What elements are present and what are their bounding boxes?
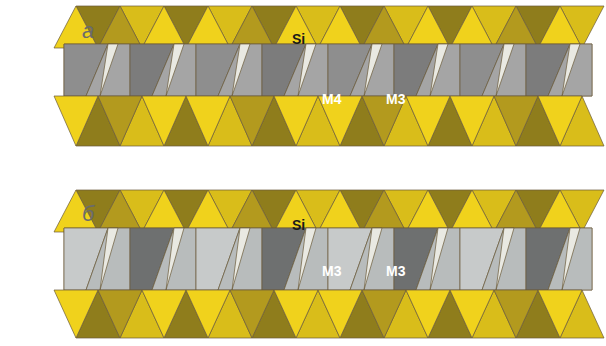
m-octahedron <box>562 228 580 290</box>
si-tetrahedron <box>538 96 582 146</box>
si-tetrahedron <box>230 290 274 338</box>
si-tetrahedron <box>274 96 318 146</box>
m-octahedron <box>482 44 526 96</box>
panel-letter: б <box>82 203 94 225</box>
m-octahedron <box>166 228 184 290</box>
m-octahedron <box>298 44 316 96</box>
si-tetrahedron <box>142 96 186 146</box>
m-octahedron <box>430 228 448 290</box>
si-tetrahedron <box>98 96 142 146</box>
si-tetrahedron <box>142 290 186 338</box>
m-octahedron <box>416 228 460 290</box>
m-octahedron <box>416 44 460 96</box>
si-tetrahedron <box>54 96 98 146</box>
m-octahedron <box>166 44 184 96</box>
si-tetrahedron <box>230 96 274 146</box>
si-tetrahedron <box>186 290 230 338</box>
site-label: M3 <box>322 264 341 278</box>
si-tetrahedron <box>494 6 538 48</box>
si-tetrahedron <box>54 6 98 48</box>
si-tetrahedron <box>450 190 494 232</box>
si-tetrahedron <box>54 290 98 338</box>
m-octahedron <box>298 228 316 290</box>
m-octahedron <box>86 44 130 96</box>
panel-letter: а <box>82 20 94 42</box>
si-tetrahedron <box>494 190 538 232</box>
m-octahedron <box>364 44 382 96</box>
si-tetrahedron <box>362 6 406 48</box>
m-octahedron <box>218 44 262 96</box>
m-octahedron <box>562 44 580 96</box>
si-tetrahedron <box>450 96 494 146</box>
m-octahedron <box>284 44 328 96</box>
site-label: M3 <box>386 264 405 278</box>
octahedral-band <box>64 228 592 290</box>
m-octahedron <box>430 44 448 96</box>
si-tetrahedron <box>538 190 582 232</box>
si-tetrahedron <box>98 290 142 338</box>
site-label: M3 <box>386 92 405 106</box>
m-octahedron <box>548 228 592 290</box>
si-tetrahedron <box>362 290 406 338</box>
si-tetrahedron <box>494 96 538 146</box>
m-octahedron <box>152 228 196 290</box>
si-tetrahedron <box>406 6 450 48</box>
si-tetrahedron <box>274 6 318 48</box>
si-tetrahedron <box>450 6 494 48</box>
m-octahedron <box>548 44 592 96</box>
m-octahedron <box>350 44 394 96</box>
m-octahedron <box>218 228 262 290</box>
m-octahedron <box>152 44 196 96</box>
si-tetrahedron <box>406 290 450 338</box>
si-tetrahedron <box>142 6 186 48</box>
m-octahedron <box>364 228 382 290</box>
m-octahedron <box>232 44 250 96</box>
si-tetrahedron <box>274 190 318 232</box>
m-octahedron <box>284 228 328 290</box>
m-octahedron <box>86 228 130 290</box>
si-tetrahedron <box>406 190 450 232</box>
m-octahedron <box>496 44 514 96</box>
m-octahedron <box>496 228 514 290</box>
atom-label: Si <box>292 218 305 232</box>
si-tetrahedron <box>538 6 582 48</box>
si-tetrahedron <box>98 6 142 48</box>
si-tetrahedron <box>318 290 362 338</box>
si-tetrahedron <box>450 290 494 338</box>
atom-label: Si <box>292 32 305 46</box>
si-tetrahedron <box>318 190 362 232</box>
si-tetrahedron <box>230 190 274 232</box>
octahedral-band <box>64 44 592 96</box>
m-octahedron <box>232 228 250 290</box>
si-tetrahedron <box>274 290 318 338</box>
site-label: M4 <box>322 92 341 106</box>
si-tetrahedron <box>142 190 186 232</box>
si-tetrahedron <box>186 96 230 146</box>
si-tetrahedron <box>186 190 230 232</box>
si-tetrahedron <box>186 6 230 48</box>
si-tetrahedron <box>538 290 582 338</box>
si-tetrahedron <box>318 6 362 48</box>
si-tetrahedron <box>230 6 274 48</box>
m-octahedron <box>482 228 526 290</box>
m-octahedron <box>350 228 394 290</box>
m-octahedron <box>100 228 118 290</box>
si-tetrahedron <box>98 190 142 232</box>
si-tetrahedron <box>362 190 406 232</box>
si-tetrahedron <box>406 96 450 146</box>
m-octahedron <box>100 44 118 96</box>
si-tetrahedron <box>54 190 98 232</box>
si-tetrahedron <box>494 290 538 338</box>
